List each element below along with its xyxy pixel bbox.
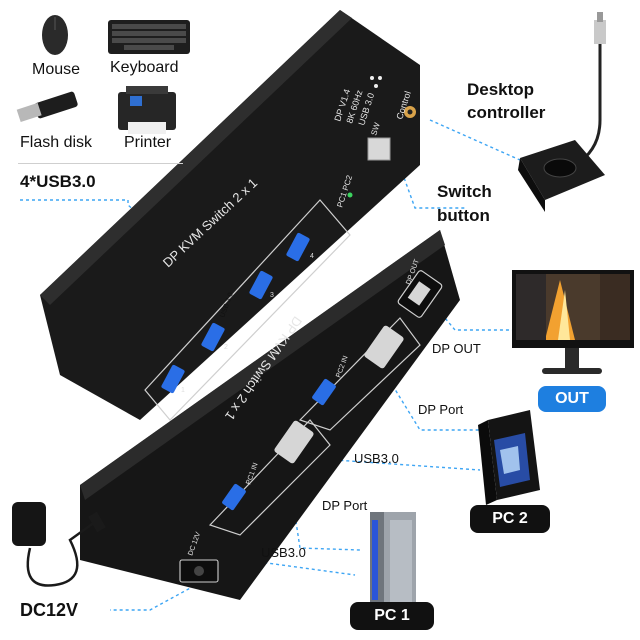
usb-pc2-label: USB3.0 [354,451,399,466]
kvm-front-panel [40,10,420,421]
usb-port-1-num: 1 [181,387,185,394]
pc2-tower-image [478,410,540,505]
usb-port-2-num: 2 [224,344,228,351]
dp-port-pc1-label: DP Port [322,498,368,513]
front-pc-leds-text: PC1 PC2 [335,174,354,209]
front-usb-tag: USB 3.0 [219,292,235,319]
usb-pc1-label: USB3.0 [261,545,306,560]
out-badge: OUT [538,386,606,412]
keyboard-image [108,20,190,54]
printer-image [118,86,176,134]
back-pc2-in-text: PC2 IN [335,355,349,379]
dc-label: DC12V [20,600,79,620]
flash-disk-image [16,91,78,123]
pc1-tower-image [370,512,416,612]
usb-port-4-num: 4 [310,253,314,260]
kvm-back-panel [80,230,460,600]
monitor-image [512,270,634,374]
usb-port-3-num: 3 [270,292,274,299]
back-dp-out-text: DP OUT [405,258,421,286]
switch-button-label-1: Switch [437,182,492,201]
back-model-text: DP KVM Switch 2 x 1 [222,314,305,424]
back-pc1-in-text: PC1 IN [245,462,259,486]
desktop-controller-label-1: Desktop [467,80,535,99]
mouse-image [42,15,68,55]
pc2-badge: PC 2 [470,505,550,533]
mouse-label: Mouse [32,61,81,78]
front-control-text: Control [394,90,412,121]
printer-label: Printer [124,134,172,151]
back-dc-text: DC 12V [187,531,202,557]
flash-disk-label: Flash disk [20,134,93,151]
front-sw-text: SW [369,121,382,136]
dp-port-pc2-label: DP Port [418,402,464,417]
desktop-controller-image [518,12,606,212]
usb-ports-label: 4*USB3.0 [20,172,96,191]
divider [18,163,183,164]
dc-adapter-image [12,502,106,587]
pc1-badge: PC 1 [350,602,434,630]
dp-out-label: DP OUT [432,341,481,356]
switch-button-label-2: button [437,206,490,225]
desktop-controller-label-2: controller [467,103,546,122]
keyboard-label: Keyboard [110,59,179,76]
front-model-text: DP KVM Switch 2 x 1 [160,175,260,270]
